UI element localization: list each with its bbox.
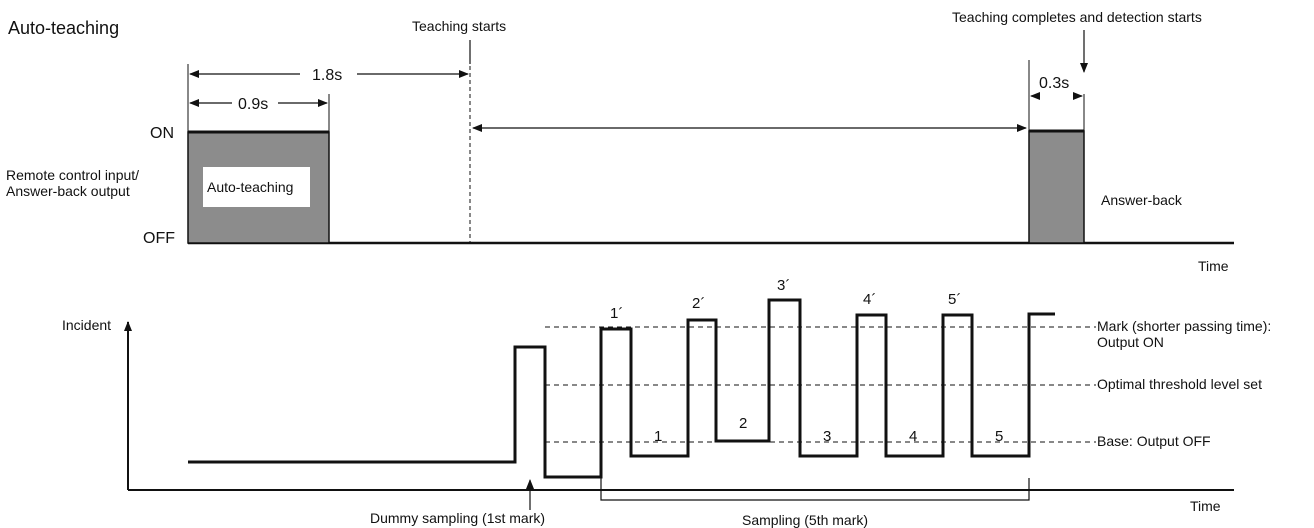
peak-label-4: 4´	[863, 291, 876, 308]
teaching-starts-label: Teaching starts	[412, 18, 506, 34]
threshold-level-label: Optimal threshold level set	[1097, 376, 1262, 392]
sampling-label: Sampling (5th mark)	[742, 512, 868, 528]
auto-teaching-pulse-label: Auto-teaching	[207, 179, 293, 195]
top-time-label: Time	[1198, 258, 1229, 274]
answer-back-label: Answer-back	[1101, 192, 1183, 208]
incident-label: Incident	[62, 317, 111, 333]
off-label: OFF	[143, 230, 175, 247]
incident-waveform	[188, 298, 1055, 479]
mark-level-label-line1: Mark (shorter passing time):	[1097, 318, 1271, 334]
on-label: ON	[150, 125, 174, 142]
auto-teaching-label-box	[203, 167, 310, 207]
peak-label-1: 1´	[610, 305, 623, 322]
input-label-line1: Remote control input/	[6, 167, 139, 183]
trough-label-4: 4	[909, 428, 917, 445]
trough-label-1: 1	[654, 428, 662, 445]
mark-level-label-line2: Output ON	[1097, 334, 1164, 350]
trough-label-5: 5	[995, 428, 1003, 445]
diagram-title: Auto-teaching	[8, 18, 119, 38]
peak-label-2: 2´	[692, 295, 705, 312]
trough-label-2: 2	[739, 415, 747, 432]
trough-label-3: 3	[823, 428, 831, 445]
dim-0-9-label: 0.9s	[238, 96, 268, 113]
peak-label-3: 3´	[777, 277, 790, 294]
sampling-bracket	[600, 478, 1030, 501]
answer-back-pulse	[1028, 130, 1085, 244]
dim-0-3-label: 0.3s	[1039, 75, 1069, 92]
teaching-completes-label: Teaching completes and detection starts	[952, 9, 1202, 25]
base-level-label: Base: Output OFF	[1097, 433, 1211, 449]
peak-label-5: 5´	[948, 291, 961, 308]
input-label-line2: Answer-back output	[6, 183, 130, 199]
dim-1-8-label: 1.8s	[312, 67, 342, 84]
dummy-sampling-label: Dummy sampling (1st mark)	[370, 510, 545, 526]
bottom-time-label: Time	[1190, 498, 1221, 514]
